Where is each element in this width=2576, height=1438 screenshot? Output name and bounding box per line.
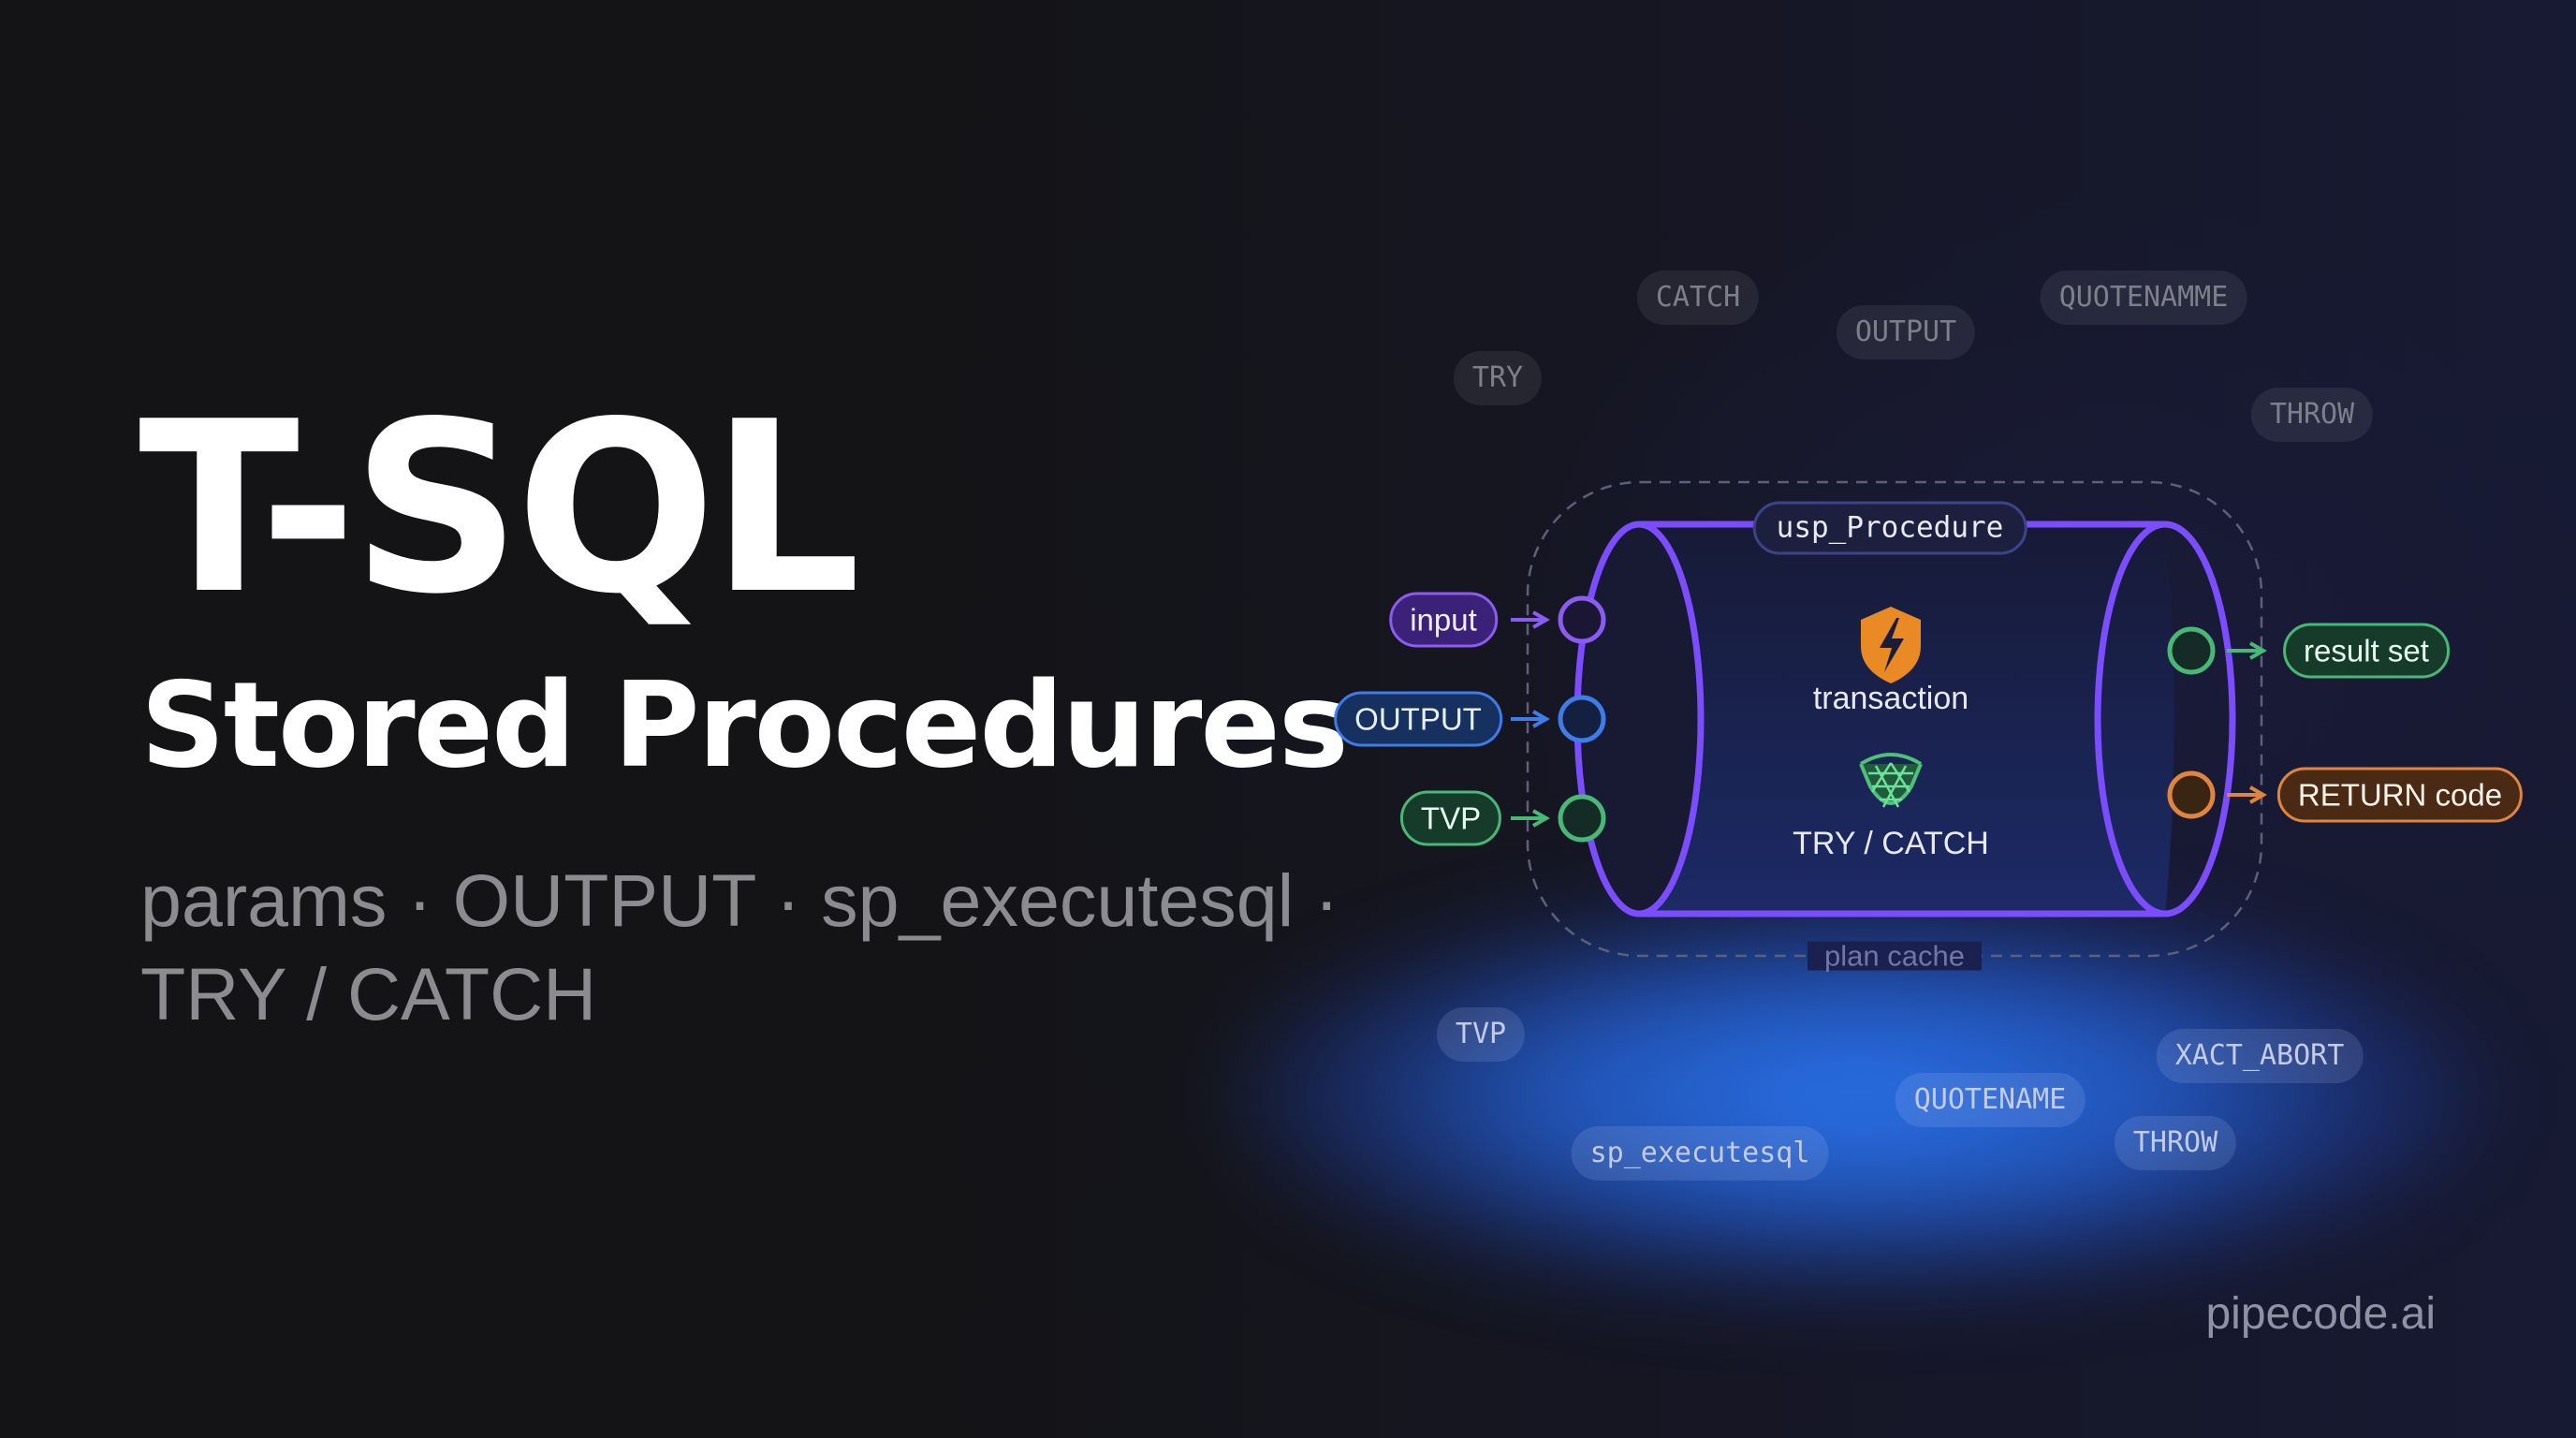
headline-subtitle: Stored Procedures <box>140 656 1349 794</box>
result-set-pill: result set <box>2283 623 2450 679</box>
try-catch-label: TRY / CATCH <box>1793 826 1989 861</box>
headline-title: T-SQL <box>139 372 861 646</box>
input-port <box>1558 595 1606 644</box>
output-param-port <box>1558 695 1606 743</box>
tagline-line-1: params · OUTPUT · sp_executesql · <box>140 858 1339 942</box>
tagline: params · OUTPUT · sp_executesql · TRY / … <box>140 854 1357 1041</box>
return-code-pill: RETURN code <box>2276 767 2524 823</box>
keyword-chip: QUOTENAME <box>1895 1073 2086 1127</box>
keyword-chip: XACT_ABORT <box>2156 1029 2364 1083</box>
plan-cache-label: plan cache <box>1808 941 1982 971</box>
brand-label: pipecode.ai <box>2205 1289 2436 1339</box>
result-set-port <box>2167 626 2216 675</box>
cylinder-body <box>1630 524 2174 914</box>
cylinder-right-cap <box>2164 521 2236 917</box>
keyword-chip: sp_executesql <box>1571 1126 1829 1181</box>
keyword-chip: THROW <box>2114 1116 2237 1170</box>
input-pill: input <box>1389 592 1498 648</box>
tvp-port <box>1558 794 1606 843</box>
keyword-chip: QUOTENAMME <box>2040 271 2247 325</box>
lightning-shield-icon <box>1861 607 1921 683</box>
procedure-name-label: usp_Procedure <box>1752 501 2027 555</box>
safety-net-icon <box>1859 753 1923 808</box>
keyword-chip: TRY <box>1453 351 1543 405</box>
cylinder-right-cap-back <box>2094 521 2166 917</box>
tagline-line-2: TRY / CATCH <box>140 952 597 1035</box>
tvp-pill: TVP <box>1399 790 1502 846</box>
output-param-pill: OUTPUT <box>1334 691 1502 747</box>
keyword-chip: OUTPUT <box>1836 305 1976 360</box>
transaction-label: transaction <box>1812 681 1969 716</box>
keyword-chip: THROW <box>2250 388 2374 442</box>
return-code-port <box>2167 770 2216 819</box>
keyword-chip: CATCH <box>1636 271 1760 325</box>
keyword-chip: TVP <box>1436 1007 1526 1062</box>
